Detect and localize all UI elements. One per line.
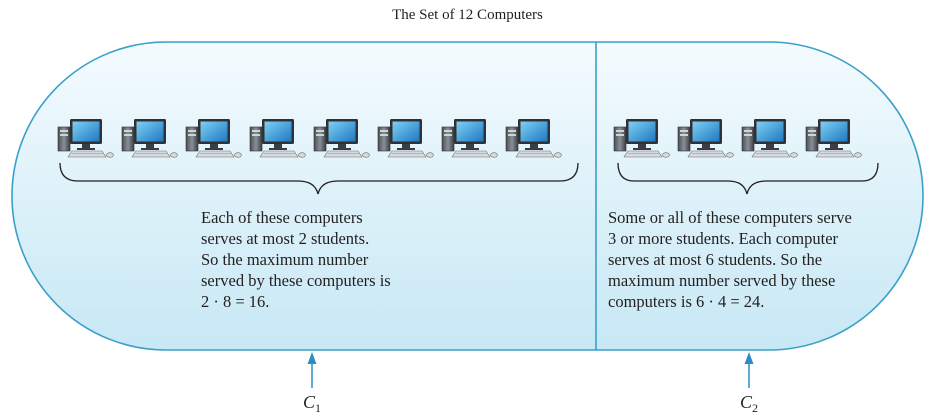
description-line: maximum number served by these (608, 271, 836, 290)
c2-arrow (744, 352, 754, 388)
description-line: serves at most 6 students. So the (608, 250, 823, 269)
description-line: 3 or more students. Each computer (608, 229, 839, 248)
right-region-description: Some or all of these computers serve 3 o… (608, 207, 852, 312)
c1-subscript: 1 (315, 401, 322, 415)
c2-letter: C (740, 392, 753, 412)
c2-subscript: 2 (752, 401, 759, 415)
description-line: 2 · 8 = 16. (201, 292, 270, 311)
c1-arrow (307, 352, 317, 388)
c1-label: C1 (303, 392, 321, 416)
description-line: serves at most 2 students. (201, 229, 370, 248)
description-line: So the maximum number (201, 250, 369, 269)
right-brace (617, 162, 879, 195)
left-region-description: Each of these computers serves at most 2… (201, 207, 391, 312)
description-line: Each of these computers (201, 208, 363, 227)
description-line: served by these computers is (201, 271, 391, 290)
c2-label: C2 (740, 392, 758, 416)
description-line: Some or all of these computers serve (608, 208, 852, 227)
left-brace (59, 162, 579, 195)
c1-letter: C (303, 392, 316, 412)
description-line: computers is 6 · 4 = 24. (608, 292, 765, 311)
diagram-title: The Set of 12 Computers (392, 7, 543, 23)
